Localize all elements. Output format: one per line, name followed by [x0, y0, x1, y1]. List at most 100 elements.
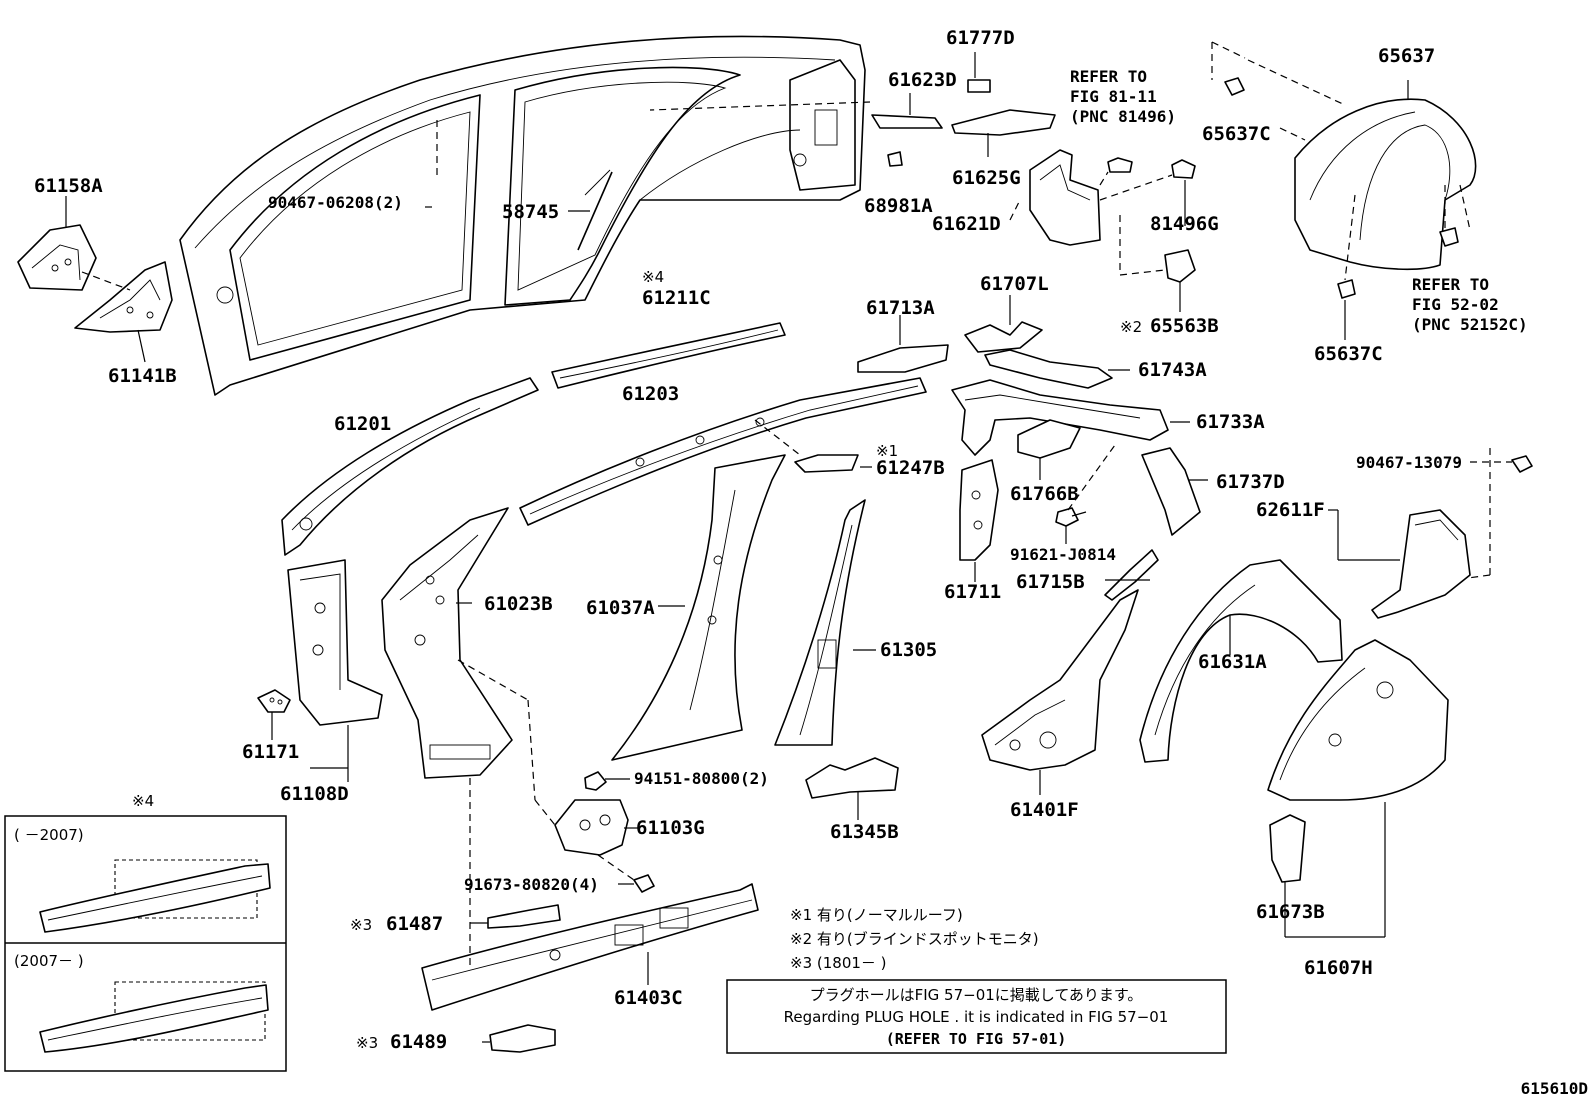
note-3: ※3 (1801－ )	[790, 954, 887, 972]
label-61345B: 61345B	[830, 821, 899, 843]
refer-52-line3: (PNC 52152C)	[1412, 315, 1528, 334]
label-61201: 61201	[334, 413, 391, 435]
inset-lower-range: (2007－ )	[14, 952, 84, 970]
label-61401F: 61401F	[1010, 799, 1079, 821]
plug-hole-note: プラグホールはFIG 57−01に掲載してあります。 Regarding PLU…	[726, 979, 1227, 1054]
part-61037A-pillar	[611, 454, 786, 761]
inset-upper-range: ( －2007)	[14, 826, 84, 844]
label-61607H: 61607H	[1304, 957, 1373, 979]
refer-fig-81-11: REFER TO FIG 81-11 (PNC 81496)	[1070, 67, 1176, 126]
label-58745: 58745	[502, 201, 559, 223]
label-90467-13079: 90467-13079	[1356, 453, 1462, 472]
part-90467-13079-clip	[1511, 455, 1533, 473]
part-61203-rail	[519, 377, 927, 526]
part-94151-80800-nut	[584, 771, 607, 791]
part-65637-liner	[1294, 98, 1477, 271]
leader-lines	[65, 41, 1512, 1043]
part-91621-J0814-bolt	[1055, 507, 1087, 527]
part-61631A-wheelhouse	[1139, 559, 1343, 763]
label-61743A: 61743A	[1138, 359, 1207, 381]
label-61108D: 61108D	[280, 783, 349, 805]
label-61623D: 61623D	[888, 69, 957, 91]
label-62611F: 62611F	[1256, 499, 1325, 521]
label-61403C: 61403C	[614, 987, 683, 1009]
body-side-outer-panel	[179, 35, 866, 396]
part-91673-80820-bolt	[633, 874, 655, 893]
label-61777D: 61777D	[946, 27, 1015, 49]
mark-4-61211C: ※4	[642, 268, 664, 286]
label-65637C-bottom: 65637C	[1314, 343, 1383, 365]
part-62611F-bracket	[1371, 509, 1471, 619]
part-61673B-bracket	[1269, 814, 1306, 883]
label-61707L: 61707L	[980, 273, 1049, 295]
part-61743A-bracket	[984, 349, 1113, 389]
mark-2-65563B: ※2	[1120, 318, 1142, 336]
label-61211C: 61211C	[642, 287, 711, 309]
part-61733A-bracket	[951, 379, 1169, 456]
label-61621D: 61621D	[932, 213, 1001, 235]
label-61203: 61203	[622, 383, 679, 405]
label-68981A: 68981A	[864, 195, 933, 217]
mark-1-61247B: ※1	[876, 442, 898, 460]
label-61141B: 61141B	[108, 365, 177, 387]
part-61108D-pillar	[287, 559, 383, 726]
part-61715B-bracket	[1104, 549, 1159, 601]
refer-81-line2: FIG 81-11	[1070, 87, 1157, 106]
mark-4-inset: ※4	[132, 792, 154, 810]
part-65563B-bracket	[1164, 249, 1196, 283]
part-61713A-bracket	[857, 344, 949, 373]
label-65637C-top: 65637C	[1202, 123, 1271, 145]
part-61403C-rocker	[421, 883, 759, 1011]
label-61103G: 61103G	[636, 817, 705, 839]
part-61247B-bracket	[794, 454, 859, 473]
part-68981A-clip	[887, 151, 903, 167]
label-61171: 61171	[242, 741, 299, 763]
part-61211C-rail	[551, 322, 786, 389]
part-61023B-pillar	[381, 507, 513, 779]
refer-81-line1: REFER TO	[1070, 67, 1147, 86]
label-65637: 65637	[1378, 45, 1435, 67]
diagram-code: 615610D	[1521, 1079, 1588, 1098]
part-65637C-clips	[1224, 77, 1459, 299]
mark-3-61489: ※3	[356, 1034, 378, 1052]
label-94151-80800: 94151-80800(2)	[634, 769, 769, 788]
part-61305-pillar	[774, 499, 866, 746]
label-61037A: 61037A	[586, 597, 655, 619]
part-labels: 61158A 61141B 90467-06208(2) 58745 61777…	[34, 27, 1462, 1053]
label-61713A: 61713A	[866, 297, 935, 319]
refer-81-line3: (PNC 81496)	[1070, 107, 1176, 126]
part-61737D-bracket	[1141, 447, 1201, 536]
part-81496G-grommets	[1107, 157, 1196, 179]
part-61777D-clip	[967, 79, 991, 93]
part-61623D-bracket	[871, 114, 943, 129]
part-61621D-bracket	[1029, 149, 1101, 246]
label-61158A: 61158A	[34, 175, 103, 197]
plug-note-line1: プラグホールはFIG 57−01に掲載してあります。	[810, 986, 1143, 1004]
part-61707L-bracket	[964, 321, 1043, 353]
reference-marks: ※4 ※1 ※2 ※3 ※3 ※4	[132, 268, 1142, 1052]
part-61141B-bracket	[74, 261, 173, 333]
mark-3-61487: ※3	[350, 916, 372, 934]
part-61487-plate	[487, 904, 561, 929]
label-61023B: 61023B	[484, 593, 553, 615]
part-61345B-bracket	[805, 757, 899, 799]
part-61171-patch	[257, 689, 291, 713]
note-2: ※2 有り(ブラインドスポットモニタ)	[790, 930, 1039, 948]
label-90467-06208: 90467-06208(2)	[268, 193, 403, 212]
note-1: ※1 有り(ノーマルルーフ)	[790, 906, 963, 924]
part-61158A-bracket	[17, 224, 97, 291]
label-61487: 61487	[386, 913, 443, 935]
label-91673-80820: 91673-80820(4)	[464, 875, 599, 894]
label-61247B: 61247B	[876, 457, 945, 479]
part-61711-pillar	[959, 459, 999, 561]
refer-fig-52-02: REFER TO FIG 52-02 (PNC 52152C)	[1412, 275, 1528, 334]
part-61489-plate	[489, 1024, 556, 1053]
label-61737D: 61737D	[1216, 471, 1285, 493]
label-61673B: 61673B	[1256, 901, 1325, 923]
plug-note-line2: Regarding PLUG HOLE . it is indicated in…	[784, 1008, 1169, 1026]
label-61625G: 61625G	[952, 167, 1021, 189]
label-65563B: 65563B	[1150, 315, 1219, 337]
refer-52-line2: FIG 52-02	[1412, 295, 1499, 314]
label-61305: 61305	[880, 639, 937, 661]
